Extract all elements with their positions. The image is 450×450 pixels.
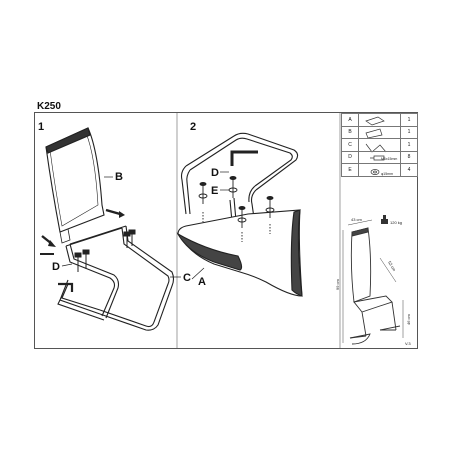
part-qty: 8 bbox=[399, 150, 419, 164]
insert-arrow-upper bbox=[105, 208, 121, 216]
dim-seat-height: 46 cm bbox=[406, 313, 411, 325]
label-a: A bbox=[198, 276, 206, 288]
hex-key-step1 bbox=[58, 282, 74, 292]
version-label: V.3 bbox=[405, 341, 411, 346]
part-qty: 1 bbox=[399, 138, 419, 152]
frame-part bbox=[57, 225, 175, 331]
part-letter: A bbox=[341, 113, 359, 127]
dimensioned-chair bbox=[349, 227, 401, 345]
part-letter: B bbox=[341, 125, 359, 139]
backrest-icon bbox=[358, 125, 401, 139]
bolt-icon bbox=[358, 150, 401, 164]
dim-depth: 53 cm bbox=[387, 260, 397, 273]
label-c: C bbox=[183, 272, 191, 284]
part-qty: 1 bbox=[399, 125, 419, 139]
parts-row: A 1 bbox=[341, 113, 419, 127]
label-b: B bbox=[115, 171, 123, 183]
max-load: 120 kg bbox=[390, 220, 402, 225]
dim-height: 99 cm bbox=[335, 278, 340, 290]
label-d-step2: D bbox=[211, 167, 219, 179]
step-2-number: 2 bbox=[190, 121, 196, 133]
part-letter: C bbox=[341, 138, 359, 152]
seat-icon bbox=[358, 113, 401, 127]
model-title: K250 bbox=[37, 101, 61, 112]
part-qty: 1 bbox=[399, 113, 419, 127]
parts-row: B 1 bbox=[341, 125, 419, 139]
bolt-group-step1 bbox=[74, 229, 136, 272]
step-1-number: 1 bbox=[38, 121, 44, 133]
weight-icon bbox=[381, 215, 388, 224]
hex-key-step2 bbox=[230, 150, 258, 166]
part-letter: E bbox=[341, 163, 359, 177]
parts-row: E 4 bbox=[341, 163, 419, 177]
parts-row: C 1 bbox=[341, 138, 419, 152]
parts-table: A 1 B 1 C 1 D 8 E 4 bbox=[341, 113, 419, 177]
dim-width: 43 cm bbox=[351, 217, 363, 222]
frame-icon bbox=[358, 138, 401, 152]
parts-row: D 8 bbox=[341, 150, 419, 164]
instruction-sheet-border bbox=[34, 112, 418, 349]
washer-icon bbox=[358, 163, 401, 177]
label-d-step1: D bbox=[52, 261, 60, 273]
dimension-lines bbox=[342, 219, 404, 343]
label-e: E bbox=[211, 185, 218, 197]
part-qty: 4 bbox=[399, 163, 419, 177]
seat-part bbox=[176, 209, 303, 297]
backrest-part bbox=[45, 127, 105, 244]
part-letter: D bbox=[341, 150, 359, 164]
